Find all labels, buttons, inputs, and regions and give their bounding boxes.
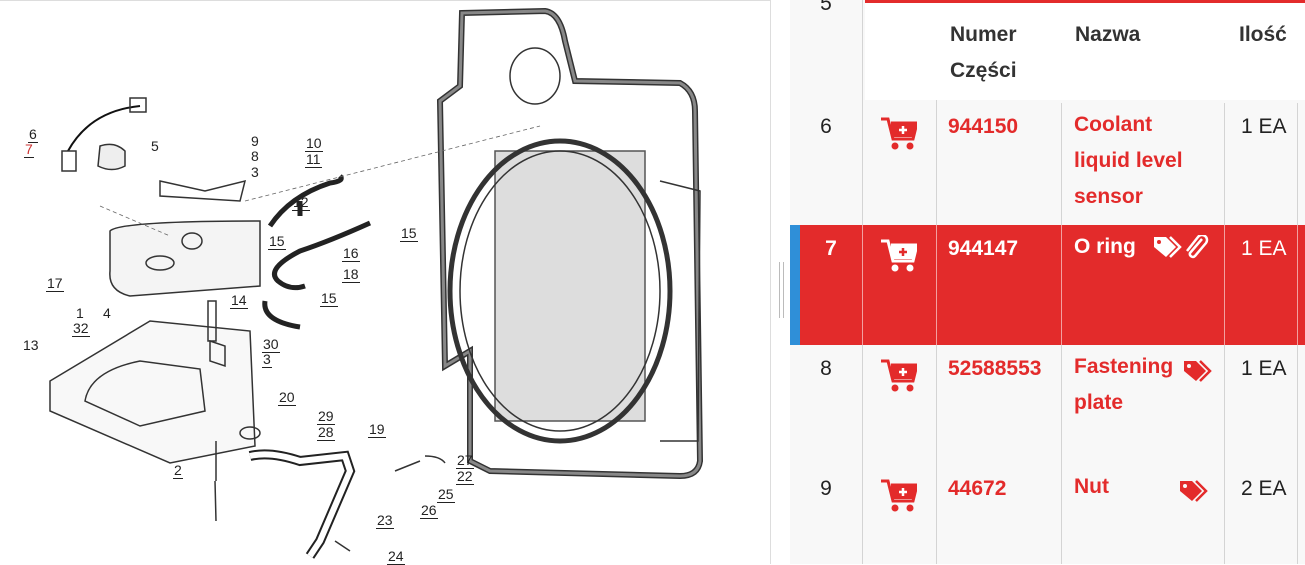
callout-15b[interactable]: 15 — [320, 290, 338, 307]
callout-2[interactable]: 2 — [173, 462, 183, 479]
callout-15c[interactable]: 15 — [400, 225, 418, 242]
parts-table: 5 6 944150 Coolant liquid level sensor 1… — [790, 0, 1305, 564]
position: 8 — [790, 345, 863, 465]
callout-24[interactable]: 24 — [387, 548, 405, 565]
part-number-link[interactable]: 52588553 — [937, 345, 1062, 465]
part-name: Fastening plate — [1074, 355, 1174, 414]
callout-25[interactable]: 25 — [437, 486, 455, 503]
callout-6[interactable]: 6 — [28, 126, 38, 143]
callout-14[interactable]: 14 — [230, 292, 248, 309]
header-name[interactable]: Nazwa — [1075, 23, 1141, 46]
callout-15[interactable]: 15 — [268, 233, 286, 250]
tag-icon[interactable] — [1178, 479, 1210, 505]
add-to-cart-icon[interactable] — [881, 239, 917, 273]
callout-27[interactable]: 27 — [456, 452, 474, 469]
callout-30[interactable]: 30 — [262, 336, 280, 353]
callout-11[interactable]: 11 — [305, 151, 322, 168]
panel-divider — [770, 0, 771, 564]
callout-29[interactable]: 29 — [317, 408, 335, 425]
header-qty[interactable]: Ilość — [1239, 23, 1287, 46]
add-to-cart-icon[interactable] — [881, 359, 917, 393]
table-header: Numer Części Nazwa Ilość — [865, 0, 1305, 100]
position: 6 — [790, 103, 863, 225]
callout-8[interactable]: 8 — [251, 148, 259, 164]
callout-4[interactable]: 4 — [103, 305, 111, 321]
parts-diagram[interactable]: 6 7 5 9 8 3 10 11 12 15 16 18 17 1 32 4 … — [0, 0, 770, 565]
callout-5[interactable]: 5 — [151, 138, 159, 154]
position: 9 — [790, 465, 863, 564]
add-to-cart-icon[interactable] — [881, 479, 917, 513]
callout-28[interactable]: 28 — [317, 424, 335, 441]
callout-3[interactable]: 3 — [251, 164, 259, 180]
part-number-link[interactable]: 944147 — [937, 225, 1062, 345]
callout-10[interactable]: 10 — [305, 135, 323, 152]
quantity: 1 EA — [1225, 225, 1298, 345]
callout-1[interactable]: 1 — [76, 305, 84, 321]
position: 5 — [790, 0, 863, 103]
callout-17[interactable]: 17 — [46, 275, 64, 292]
part-name-link[interactable]: Coolant liquid level sensor — [1062, 103, 1225, 225]
callout-18[interactable]: 18 — [342, 266, 360, 283]
callout-22[interactable]: 22 — [456, 468, 474, 485]
callout-3b[interactable]: 3 — [262, 351, 272, 368]
callout-13[interactable]: 13 — [23, 337, 39, 353]
callout-12[interactable]: 12 — [292, 194, 310, 211]
add-to-cart-icon[interactable] — [881, 117, 917, 151]
header-part-number[interactable]: Numer Części — [950, 23, 1017, 82]
table-row[interactable]: 6 944150 Coolant liquid level sensor 1 E… — [790, 103, 1305, 226]
callout-26[interactable]: 26 — [420, 502, 438, 519]
quantity: 1 EA — [1225, 103, 1298, 225]
callout-19[interactable]: 19 — [368, 421, 386, 438]
table-row-selected[interactable]: 7 944147 O ring 1 EA — [790, 225, 1305, 346]
resize-handle[interactable] — [779, 262, 784, 318]
quantity: 1 EA — [1225, 345, 1298, 465]
tag-and-attachment-icons[interactable] — [1152, 235, 1210, 261]
part-name: O ring — [1074, 235, 1136, 258]
callout-9[interactable]: 9 — [251, 133, 259, 149]
part-name: Nut — [1074, 475, 1109, 498]
callout-16[interactable]: 16 — [342, 245, 360, 262]
position: 7 — [790, 225, 863, 345]
callout-32[interactable]: 32 — [72, 320, 90, 337]
table-row[interactable]: 8 52588553 Fastening plate 1 EA — [790, 345, 1305, 466]
part-number-link[interactable]: 44672 — [937, 465, 1062, 564]
part-name-link[interactable]: Nut — [1062, 465, 1225, 564]
tag-icon[interactable] — [1182, 359, 1214, 385]
table-row[interactable]: 9 44672 Nut 2 EA — [790, 465, 1305, 564]
exploded-view-drawing — [49, 7, 704, 559]
callout-20[interactable]: 20 — [278, 389, 296, 406]
callout-23[interactable]: 23 — [376, 512, 394, 529]
callout-7[interactable]: 7 — [24, 141, 34, 158]
quantity: 2 EA — [1225, 465, 1298, 564]
part-name-link[interactable]: O ring — [1062, 225, 1225, 345]
part-number-link[interactable]: 944150 — [937, 103, 1062, 225]
part-name-link[interactable]: Fastening plate — [1062, 345, 1225, 465]
